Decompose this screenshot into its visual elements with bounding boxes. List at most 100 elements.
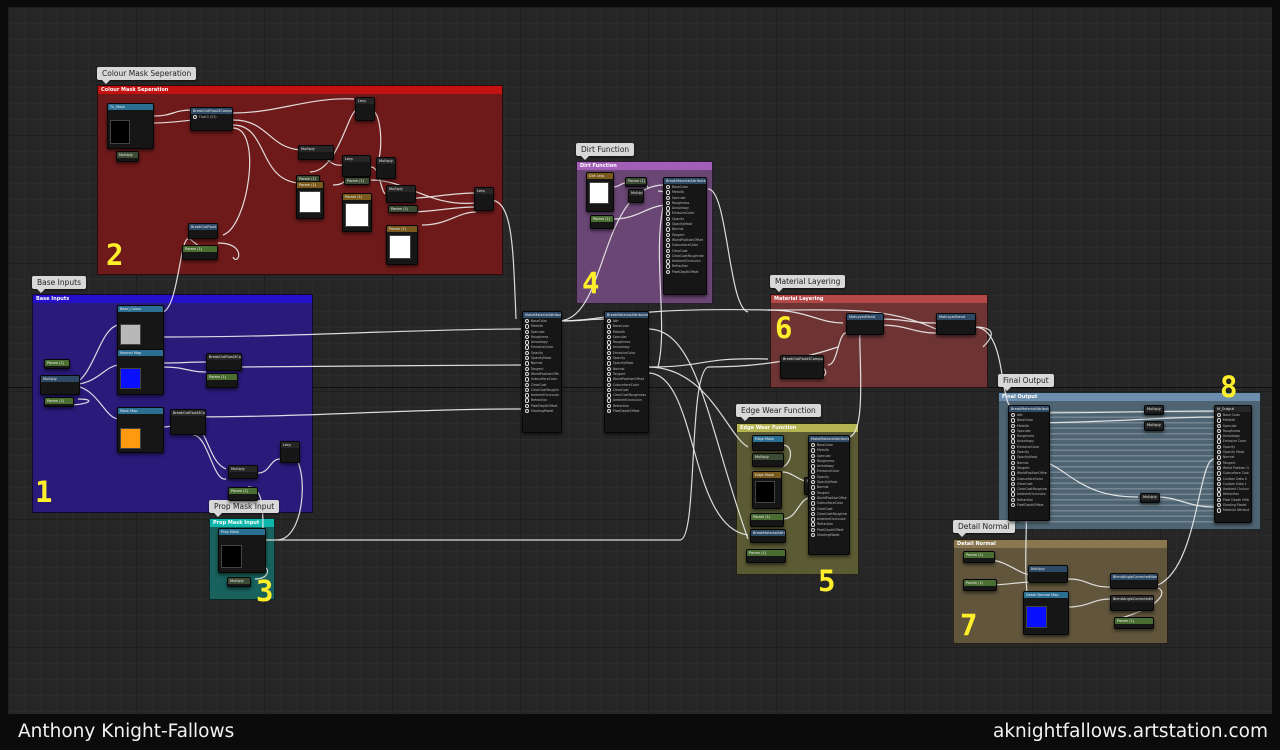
node-pin[interactable]: AmbientOcclusion: [1011, 492, 1047, 497]
node-pin[interactable]: BaseColor: [666, 185, 704, 190]
node-param[interactable]: Param (1): [342, 193, 372, 232]
node-pin[interactable]: World Position Offset: [1217, 466, 1249, 471]
node-pin[interactable]: Subsurface Color: [1217, 471, 1249, 476]
node-param[interactable]: Param (1): [206, 373, 238, 388]
node-pin[interactable]: Opacity Mask: [1217, 450, 1249, 455]
node-pin[interactable]: Opacity: [811, 475, 847, 480]
node-pin[interactable]: Anisotropy: [525, 340, 559, 345]
node-pin[interactable]: PixelDepthOffset: [1011, 503, 1047, 508]
node-pin[interactable]: Attr: [1011, 413, 1047, 418]
node-pin[interactable]: WorldPositionOffset: [666, 238, 704, 243]
node-break-float3[interactable]: BreakOutFloat3Components: [780, 355, 824, 379]
node-pin[interactable]: Specular: [607, 335, 646, 340]
node-pin[interactable]: PixelDepthOffset: [811, 528, 847, 533]
node-pin[interactable]: OpacityMask: [607, 361, 646, 366]
node-pin[interactable]: Roughness: [1011, 434, 1047, 439]
material-graph-canvas[interactable]: Colour Mask Seperation Base Inputs Prop …: [8, 7, 1272, 714]
node-multiply[interactable]: Multiply: [628, 189, 644, 203]
node-pin[interactable]: Roughness: [811, 459, 847, 464]
node-pin[interactable]: Refraction: [811, 522, 847, 527]
node-final-break-attributes[interactable]: BreakMaterialAttributes Attr BaseColor M…: [1008, 405, 1050, 521]
node-param[interactable]: Param (1): [44, 397, 74, 407]
node-pin[interactable]: Normal: [811, 485, 847, 490]
node-pin[interactable]: ClearCoat: [811, 507, 847, 512]
node-pin[interactable]: WorldPositionOffset: [1011, 471, 1047, 476]
node-pin[interactable]: OpacityMask: [666, 222, 704, 227]
node-param[interactable]: Param (1): [388, 205, 418, 213]
node-pin[interactable]: Opacity: [1217, 445, 1249, 450]
node-lerp[interactable]: Lerp: [342, 155, 371, 177]
node-pin[interactable]: Normal: [1011, 461, 1047, 466]
node-pin[interactable]: Metallic: [1217, 418, 1249, 423]
node-pin[interactable]: Tangent: [1217, 461, 1249, 466]
node-break-float3[interactable]: BreakOutFloat3Components: [206, 353, 242, 371]
node-pin[interactable]: Anisotropy: [666, 206, 704, 211]
node-pin[interactable]: OpacityMask: [811, 480, 847, 485]
node-pin[interactable]: Float3 (V3): [193, 115, 230, 120]
node-break-material-attributes[interactable]: BreakMaterialAttributes Attr BaseColor M…: [604, 311, 649, 433]
node-normal-map[interactable]: Normal Map: [117, 349, 164, 395]
node-pin[interactable]: Metallic: [666, 190, 704, 195]
node-pin[interactable]: SubsurfaceColor: [525, 377, 559, 382]
node-edge-wear-attributes[interactable]: MakeMaterialAttributes BaseColor Metalli…: [808, 435, 850, 555]
node-pin[interactable]: Roughness: [525, 335, 559, 340]
node-pin[interactable]: SubsurfaceColor: [666, 243, 704, 248]
node-pin[interactable]: Metallic: [811, 448, 847, 453]
node-lerp[interactable]: Lerp: [355, 97, 375, 121]
node-param[interactable]: Param (1): [625, 177, 647, 187]
node-multiply[interactable]: Multiply: [1144, 405, 1164, 415]
node-pin[interactable]: Roughness: [666, 201, 704, 206]
node-param[interactable]: Param (1): [344, 177, 370, 185]
node-pin[interactable]: SubsurfaceColor: [1011, 477, 1047, 482]
node-pin[interactable]: Specular: [1011, 429, 1047, 434]
node-dirt-attributes[interactable]: BreakMaterialAttributes BaseColor Metall…: [663, 177, 707, 295]
node-pin[interactable]: OpacityMask: [1011, 455, 1047, 460]
node-pin[interactable]: Refraction: [607, 404, 646, 409]
node-pin[interactable]: AmbientOcclusion: [607, 398, 646, 403]
node-pin[interactable]: Opacity: [607, 356, 646, 361]
node-edge-mask[interactable]: Edge Mask: [752, 435, 784, 451]
node-pin[interactable]: Attr: [607, 319, 646, 324]
artstation-url[interactable]: aknightfallows.artstation.com: [993, 721, 1268, 742]
node-pin[interactable]: EmissiveColor: [666, 211, 704, 216]
node-dirt-lerp[interactable]: Dirt Lerp: [586, 172, 614, 212]
node-pin[interactable]: Anisotropy: [1011, 439, 1047, 444]
node-pin[interactable]: EmissiveColor: [1011, 445, 1047, 450]
node-pin[interactable]: AmbientOcclusion: [811, 517, 847, 522]
node-pin[interactable]: ShadingModel: [811, 533, 847, 538]
node-pin[interactable]: Custom Data 1: [1217, 482, 1249, 487]
node-pin[interactable]: WorldPositionOffset: [525, 372, 559, 377]
node-pin[interactable]: Anisotropy: [1217, 434, 1249, 439]
node-pin[interactable]: Tangent: [1011, 466, 1047, 471]
node-blend-normals[interactable]: BlendAngleCorrectedNormals: [1110, 595, 1154, 611]
node-mask-map[interactable]: Mask Map: [117, 407, 164, 453]
node-param[interactable]: Param (1): [386, 225, 418, 265]
node-lerp[interactable]: Lerp: [280, 441, 300, 463]
node-param[interactable]: Param (1): [182, 245, 218, 260]
node-param[interactable]: Param (1): [746, 549, 786, 563]
node-pin[interactable]: Anisotropy: [811, 464, 847, 469]
node-pin[interactable]: ClearCoatRoughness: [525, 388, 559, 393]
node-multiply[interactable]: Multiply: [298, 145, 334, 160]
node-pin[interactable]: Refraction: [666, 264, 704, 269]
node-pin[interactable]: Pixel Depth Offset: [1217, 498, 1249, 503]
bubble-colour-mask[interactable]: Colour Mask Seperation: [97, 67, 197, 84]
node-pin[interactable]: Metallic: [1011, 424, 1047, 429]
node-pin[interactable]: EmissiveColor: [607, 351, 646, 356]
node-multiply[interactable]: Multiply: [227, 577, 251, 587]
node-param[interactable]: Param (1): [590, 215, 614, 229]
node-pin[interactable]: Specular: [1217, 424, 1249, 429]
node-pin[interactable]: SubsurfaceColor: [811, 501, 847, 506]
node-pin[interactable]: BaseColor: [1011, 418, 1047, 423]
node-param[interactable]: Param (1): [750, 513, 784, 527]
node-pin[interactable]: Opacity: [525, 351, 559, 356]
node-pin[interactable]: Normal: [525, 361, 559, 366]
node-pin[interactable]: ClearCoatRoughness: [607, 393, 646, 398]
node-param[interactable]: Param (1): [963, 579, 997, 591]
node-pin[interactable]: ClearCoat: [1011, 482, 1047, 487]
node-pin[interactable]: PixelDepthOffset: [525, 404, 559, 409]
node-pin[interactable]: Tangent: [666, 233, 704, 238]
node-pin[interactable]: BaseColor: [811, 443, 847, 448]
node-multiply[interactable]: Multiply: [386, 185, 416, 203]
bubble-dirt[interactable]: Dirt Function: [576, 143, 635, 160]
